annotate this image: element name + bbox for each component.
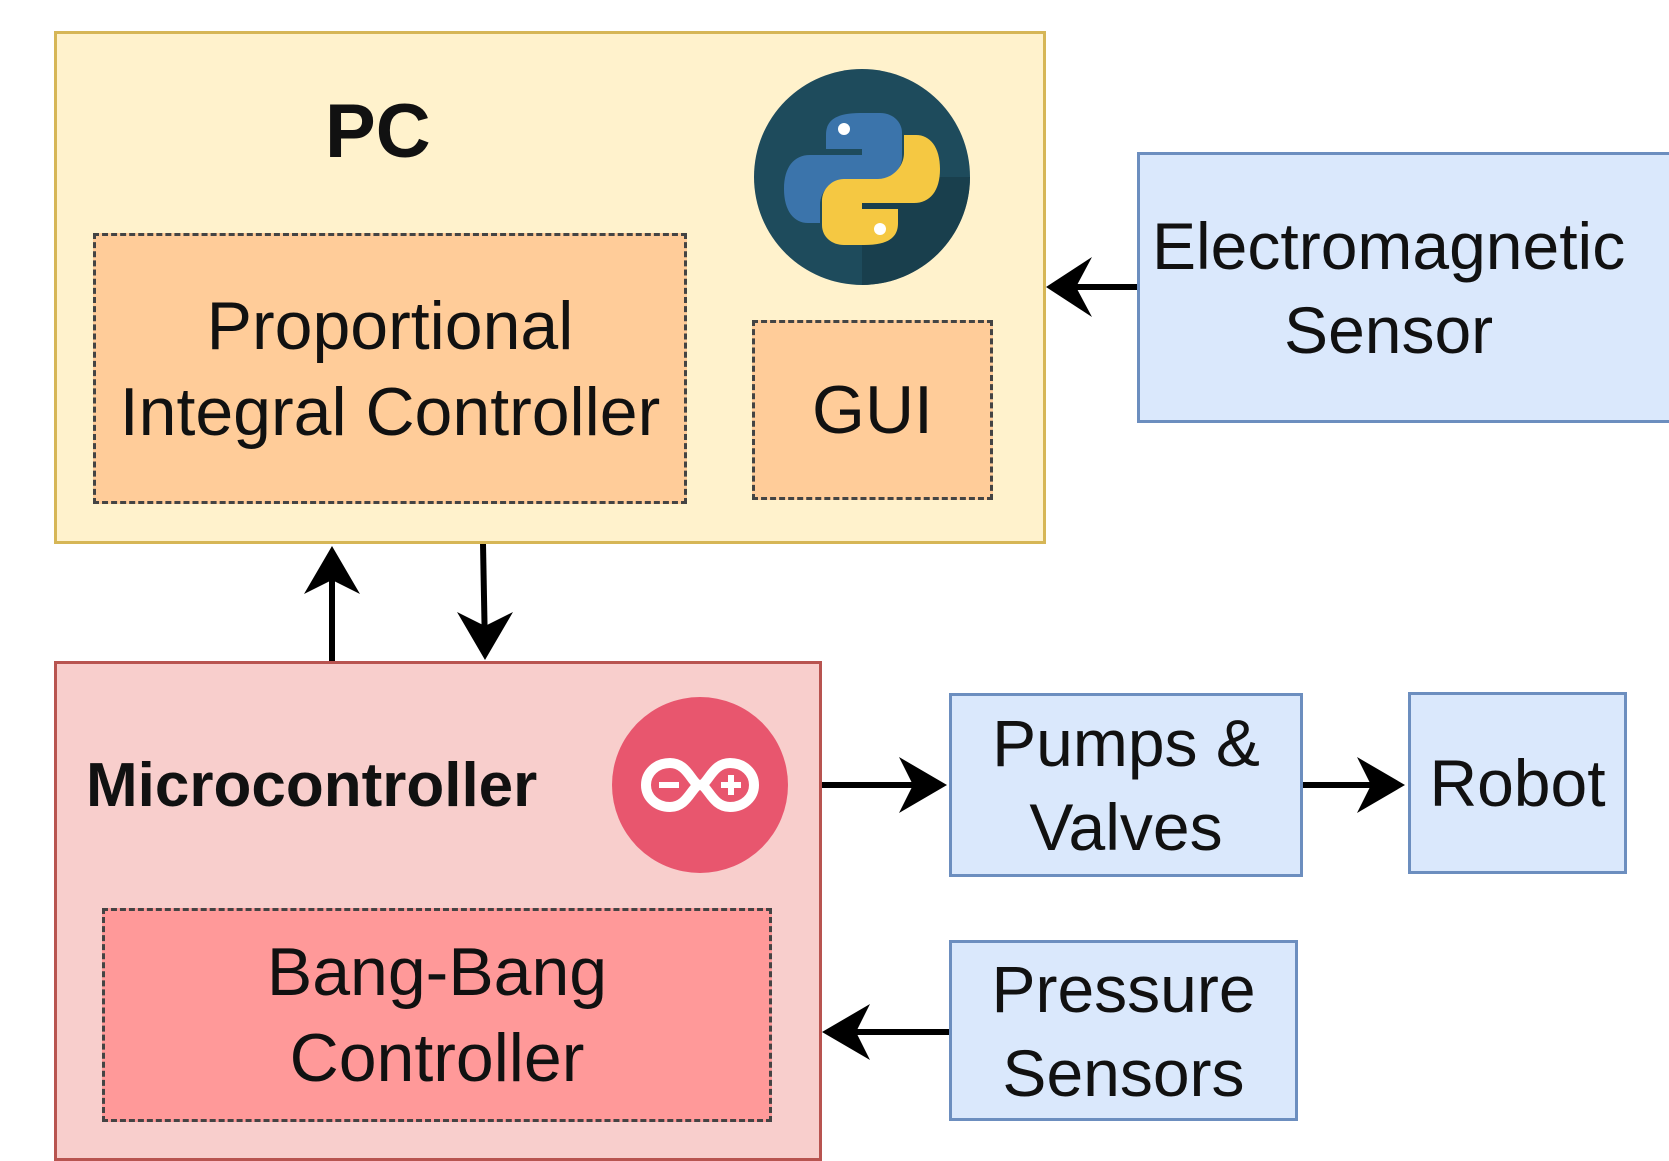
arduino-logo-icon: [612, 697, 788, 873]
pressure-sensors-box: Pressure Sensors: [949, 940, 1298, 1121]
pumps-valves-label: Pumps & Valves: [992, 706, 1260, 864]
robot-label: Robot: [1429, 746, 1606, 820]
em-sensor-box: Electromagnetic Sensor: [1137, 152, 1669, 423]
microcontroller-title: Microcontroller: [86, 751, 538, 820]
gui-label: GUI: [812, 372, 933, 448]
pc-title: PC: [325, 89, 431, 174]
bang-bang-label: Bang-Bang Controller: [266, 934, 608, 1096]
em-sensor-label: Electromagnetic Sensor: [1152, 208, 1626, 367]
bang-bang-box: Bang-Bang Controller: [102, 908, 772, 1122]
python-logo-icon: [754, 69, 970, 285]
pi-controller-label: Proportional Integral Controller: [119, 287, 661, 450]
robot-box: Robot: [1408, 692, 1627, 874]
pumps-valves-box: Pumps & Valves: [949, 693, 1303, 877]
pi-controller-box: Proportional Integral Controller: [93, 233, 687, 504]
gui-box: GUI: [752, 320, 993, 500]
pressure-sensors-label: Pressure Sensors: [991, 951, 1256, 1110]
